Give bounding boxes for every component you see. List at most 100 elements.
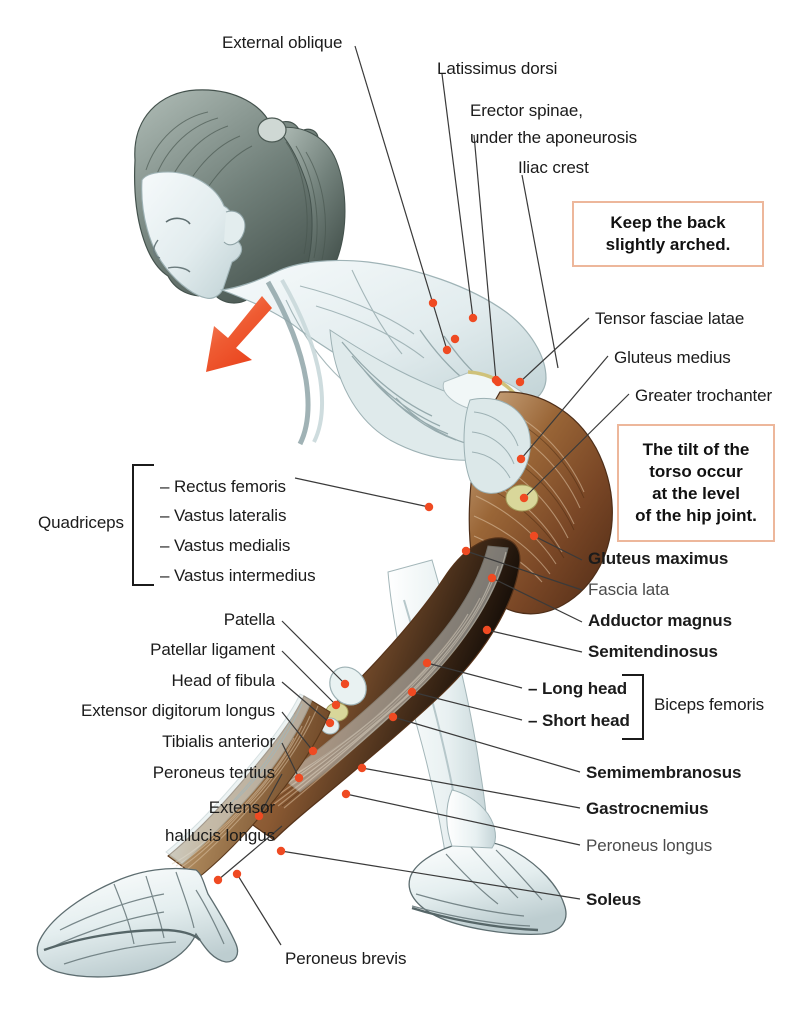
label-gluteus-maximus: Gluteus maximus [588,549,729,568]
leader-peroneus-tertius [258,773,283,817]
leader-patella [281,620,346,685]
leader-line-group [217,45,630,946]
dot-greater-trochanter [519,493,529,503]
dot-hip-extra [428,298,438,308]
callout-tilt-of-torso: The tilt of the torso occur at the level… [617,424,775,542]
dot-head-of-fibula [325,718,335,728]
dot-rectus-femoris [424,502,434,512]
dot-iliac-crest [493,377,503,387]
lower-leg [165,693,331,879]
leader-tibialis-anterior [281,742,300,779]
dot-peroneus-tertius [254,811,264,821]
gluteus-maximus-muscle [468,391,613,615]
label-peroneus-brevis: Peroneus brevis [285,949,407,968]
marker-dot-group [213,298,539,885]
label-semimembranosus: Semimembranosus [586,763,742,782]
label-rectus-femoris: – Rectus femoris [160,477,286,496]
label-extensor-hallucis-longus: Extensor hallucis longus [164,798,275,845]
label-adductor-magnus: Adductor magnus [588,611,732,630]
dot-long-head [422,658,432,668]
label-gluteus-medius: Gluteus medius [614,348,731,367]
oblique-and-lat-muscles [329,329,531,461]
iliac-crest-line [467,370,533,479]
dot-patella [340,679,350,689]
leader-semimembranosus [392,716,581,773]
leader-iliac-crest [521,174,559,369]
leader-rectus-femoris [294,477,430,508]
leader-external-oblique [354,45,448,351]
gluteus-medius-muscle [463,398,531,494]
leader-short-head [411,691,523,721]
label-external-oblique: External oblique [222,33,343,52]
dot-ext-hallucis [213,875,223,885]
knee-region [320,666,367,735]
biceps-femoris-bracket [622,674,644,740]
dot-external-oblique [442,345,452,355]
leader-extensor-hallucis-longus [217,825,283,881]
leader-gastrocnemius [361,767,581,809]
leader-semitendinosus [486,629,583,653]
label-peroneus-longus: Peroneus longus [586,836,713,855]
leader-patellar-ligament [281,650,337,706]
dot-erector-spinae [491,375,501,385]
label-erector-spinae: Erector spinae, under the aponeurosis [470,101,638,147]
hamstring-thigh [225,537,521,841]
leader-peroneus-brevis [236,873,282,946]
dot-gastrocnemius [357,763,367,773]
far-shoe [408,789,567,935]
dot-peroneus-brevis [232,869,242,879]
leader-latissimus-dorsi [441,73,474,319]
label-gastrocnemius: Gastrocnemius [586,799,709,818]
dot-semimembranosus [388,712,398,722]
head [141,171,246,299]
dot-gluteus-medius [516,454,526,464]
dot-fascia-lata [461,546,471,556]
label-fascia-lata: Fascia lata [588,580,670,599]
leader-peroneus-longus [345,793,581,846]
leader-greater-trochanter [523,393,630,499]
leader-long-head [426,662,523,689]
leader-adductor-magnus [491,577,583,623]
label-quadriceps: Quadriceps [38,513,124,532]
leader-erector-spinae [473,134,497,381]
leader-head-of-fibula [281,681,331,724]
far-leg [387,559,489,873]
dot-gluteus-maximus [529,531,539,541]
leader-gluteus-medius [520,355,609,460]
label-tensor-fasciae-latae: Tensor fasciae latae [595,309,745,328]
torso [219,259,547,446]
label-head-of-fibula: Head of fibula [171,671,275,690]
label-short-head: – Short head [528,711,630,730]
leader-gluteus-maximus [533,535,583,561]
label-peroneus-tertius: Peroneus tertius [152,763,275,782]
label-latissimus-dorsi: Latissimus dorsi [437,59,558,78]
label-tibialis-anterior: Tibialis anterior [162,732,275,751]
label-extensor-digitorum-longus: Extensor digitorum longus [80,701,275,720]
callout-keep-back-arched: Keep the back slightly arched. [572,201,764,267]
fascia-lata-band [281,545,509,793]
dot-ext-dig-longus [308,746,318,756]
greater-trochanter-mark [505,484,539,512]
dot-short-head [407,687,417,697]
label-patellar-ligament: Patellar ligament [150,640,275,659]
dot-back-extra [450,334,460,344]
label-long-head: – Long head [528,679,628,698]
label-semitendinosus: Semitendinosus [588,642,718,661]
leader-tensor-fasciae-latae [519,317,590,383]
hair [133,89,346,304]
label-vastus-medialis: – Vastus medialis [160,536,291,555]
label-iliac-crest: Iliac crest [518,158,589,177]
label-biceps-femoris: Biceps femoris [654,695,765,714]
quadriceps-bracket [132,464,154,586]
dot-patellar-ligament [331,700,341,710]
dot-latissimus-dorsi [468,313,478,323]
label-vastus-intermedius: – Vastus intermedius [160,566,316,585]
leader-fascia-lata [465,550,583,591]
dot-soleus [276,846,286,856]
label-vastus-lateralis: – Vastus lateralis [160,506,287,525]
dot-adductor-magnus [487,573,497,583]
label-soleus: Soleus [586,890,642,909]
